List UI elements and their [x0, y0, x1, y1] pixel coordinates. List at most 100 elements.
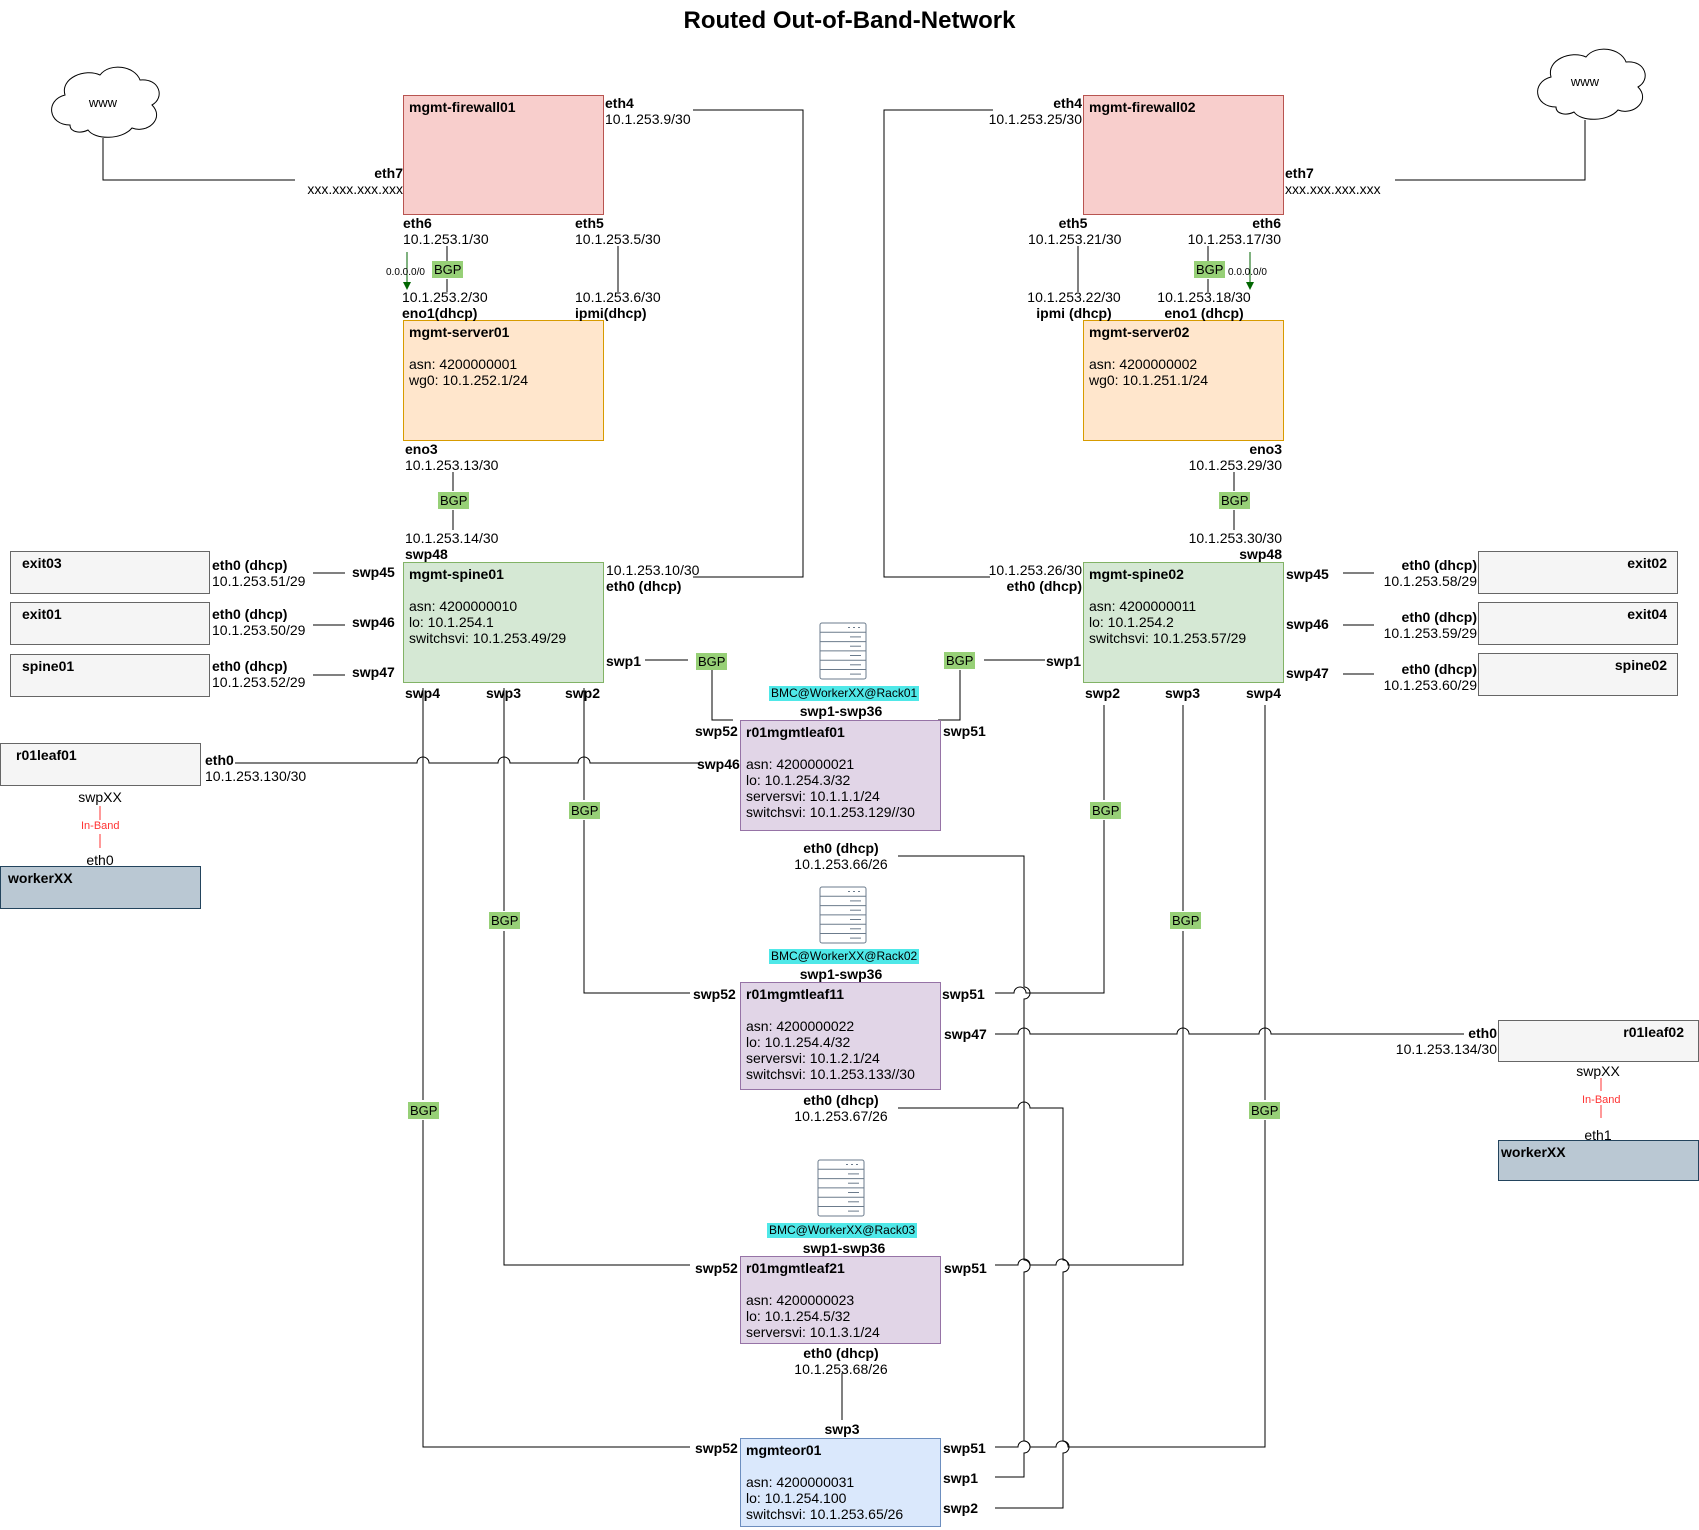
wire-cloud2-fw2 [1395, 120, 1586, 181]
bgp-tag-srv2-sp2: BGP [1219, 492, 1251, 509]
port-leaf11-swp51: swp51 [942, 986, 985, 1002]
if-leaf01-eth0: eth0 (dhcp)10.1.253.66/26 [794, 840, 888, 872]
port-leaf01-swp51: swp51 [943, 723, 986, 739]
spine02[interactable]: spine02 [1478, 653, 1678, 696]
exit01[interactable]: exit01 [10, 602, 210, 645]
port-eor-swp51: swp51 [943, 1440, 986, 1456]
wire-sp1-eor [422, 688, 690, 1448]
port-r01leaf02-swpxx: swpXX [1576, 1063, 1620, 1079]
exit04[interactable]: exit04 [1478, 602, 1678, 645]
wire-sp2-leaf21 [995, 705, 1184, 1266]
bgp-tag-sp2-leaf11: BGP [1090, 802, 1122, 819]
bgp-tag-sp1-eor: BGP [408, 1102, 440, 1119]
mgmt-spine01[interactable]: mgmt-spine01 asn: 4200000010 lo: 10.1.25… [403, 562, 604, 683]
port-sp2-swp2: swp2 [1085, 685, 1121, 701]
wire-fw2-spine2 [883, 109, 993, 578]
wire-sp1-leaf01 [645, 659, 733, 721]
port-leaf21-swp51: swp51 [944, 1260, 987, 1276]
workerXX-left[interactable]: workerXX [0, 866, 201, 909]
port-sp2-swp3: swp3 [1165, 685, 1201, 701]
exit03[interactable]: exit03 [10, 551, 210, 594]
bmc-label-rack01: BMC@WorkerXX@Rack01 [769, 686, 920, 701]
if-exit02-eth0: eth0 (dhcp)10.1.253.58/29 [1383, 557, 1477, 589]
in-band-label-left: In-Band [81, 820, 120, 832]
port-sp2-swp4: swp4 [1246, 685, 1282, 701]
port-sp2-swp46: swp46 [1286, 616, 1329, 632]
mgmteor01[interactable]: mgmteor01 asn: 4200000031 lo: 10.1.254.1… [740, 1438, 941, 1527]
port-leaf11-swp52: swp52 [693, 986, 736, 1002]
bgp-tag-fw1-srv1: BGP [432, 261, 464, 278]
mgmt-spine02[interactable]: mgmt-spine02 asn: 4200000011 lo: 10.1.25… [1083, 562, 1284, 683]
wire-sp2-eor [995, 705, 1266, 1448]
mgmt-firewall01[interactable]: mgmt-firewall01 [403, 95, 604, 215]
port-sp2-swp47: swp47 [1286, 665, 1329, 681]
if-exit01-eth0: eth0 (dhcp)10.1.253.50/29 [212, 606, 306, 638]
if-spine01-eth0: eth0 (dhcp)10.1.253.52/29 [212, 658, 306, 690]
server-rack-icon [819, 886, 867, 944]
r01mgmtleaf11[interactable]: r01mgmtleaf11 asn: 4200000022 lo: 10.1.2… [740, 982, 941, 1090]
port-sp1-swp4: swp4 [405, 685, 441, 701]
port-eor-swp2: swp2 [943, 1500, 979, 1516]
cloud-label-right: www [1570, 74, 1600, 89]
default-route-label-2: 0.0.0.0/0 [1228, 267, 1267, 278]
mgmt-server02[interactable]: mgmt-server02 asn: 4200000002 wg0: 10.1.… [1083, 320, 1284, 441]
r01mgmtleaf01[interactable]: r01mgmtleaf01 asn: 4200000021 lo: 10.1.2… [740, 720, 941, 831]
port-eor-swp1: swp1 [943, 1470, 979, 1486]
bgp-tag-sp1-leaf21: BGP [489, 912, 521, 929]
bgp-tag-sp2-leaf01: BGP [944, 652, 976, 669]
cloud-icon-right [1537, 48, 1646, 120]
port-eor-swp3: swp3 [824, 1421, 860, 1437]
port-sp2-swp1: swp1 [1046, 653, 1082, 669]
if-exit04-eth0: eth0 (dhcp)10.1.253.59/29 [1383, 609, 1477, 641]
wire-sp1-leaf21 [503, 688, 690, 1266]
wire-fw1-spine1 [693, 109, 804, 578]
port-worker2-eth1: eth1 [1584, 1127, 1612, 1143]
bgp-tag-srv1-sp1: BGP [438, 492, 470, 509]
port-sp1-swp46: swp46 [352, 614, 395, 630]
port-sp1-swp2: swp2 [565, 685, 601, 701]
bgp-tag-sp1-leaf01: BGP [696, 653, 728, 670]
bgp-tag-sp2-eor: BGP [1249, 1102, 1281, 1119]
r01leaf01[interactable]: r01leaf01 [0, 743, 201, 786]
mgmt-server01[interactable]: mgmt-server01 asn: 4200000001 wg0: 10.1.… [403, 320, 604, 441]
wire-leaf11-eor [898, 1101, 1070, 1509]
server-rack-icon [817, 1159, 865, 1217]
r01leaf02[interactable]: r01leaf02 [1498, 1020, 1699, 1062]
port-sp1-swp45: swp45 [352, 564, 395, 580]
diagram-title: Routed Out-of-Band-Network [683, 7, 1016, 34]
r01mgmtleaf21[interactable]: r01mgmtleaf21 asn: 4200000023 lo: 10.1.2… [740, 1256, 941, 1344]
port-leaf01-swp46: swp46 [697, 756, 740, 772]
exit02[interactable]: exit02 [1478, 551, 1678, 594]
port-sp1-swp47: swp47 [352, 664, 395, 680]
port-leaf21-swp52: swp52 [695, 1260, 738, 1276]
workerXX-right[interactable]: workerXX [1498, 1140, 1699, 1181]
spine01[interactable]: spine01 [10, 654, 210, 697]
port-eor-swp52: swp52 [695, 1440, 738, 1456]
port-worker1-eth0: eth0 [86, 852, 114, 868]
wire-leaf11-r01leaf02 [995, 1027, 1464, 1035]
wire-sp1-leaf11 [583, 688, 690, 994]
wire-leaf01-eor [898, 855, 1031, 1478]
if-exit03-eth0: eth0 (dhcp)10.1.253.51/29 [212, 557, 306, 589]
bmc-label-rack02: BMC@WorkerXX@Rack02 [769, 949, 920, 964]
if-spine02-eth0: eth0 (dhcp)10.1.253.60/29 [1383, 661, 1477, 693]
wire-sp2-leaf01 [938, 659, 1045, 721]
mgmt-firewall02[interactable]: mgmt-firewall02 [1083, 95, 1284, 215]
